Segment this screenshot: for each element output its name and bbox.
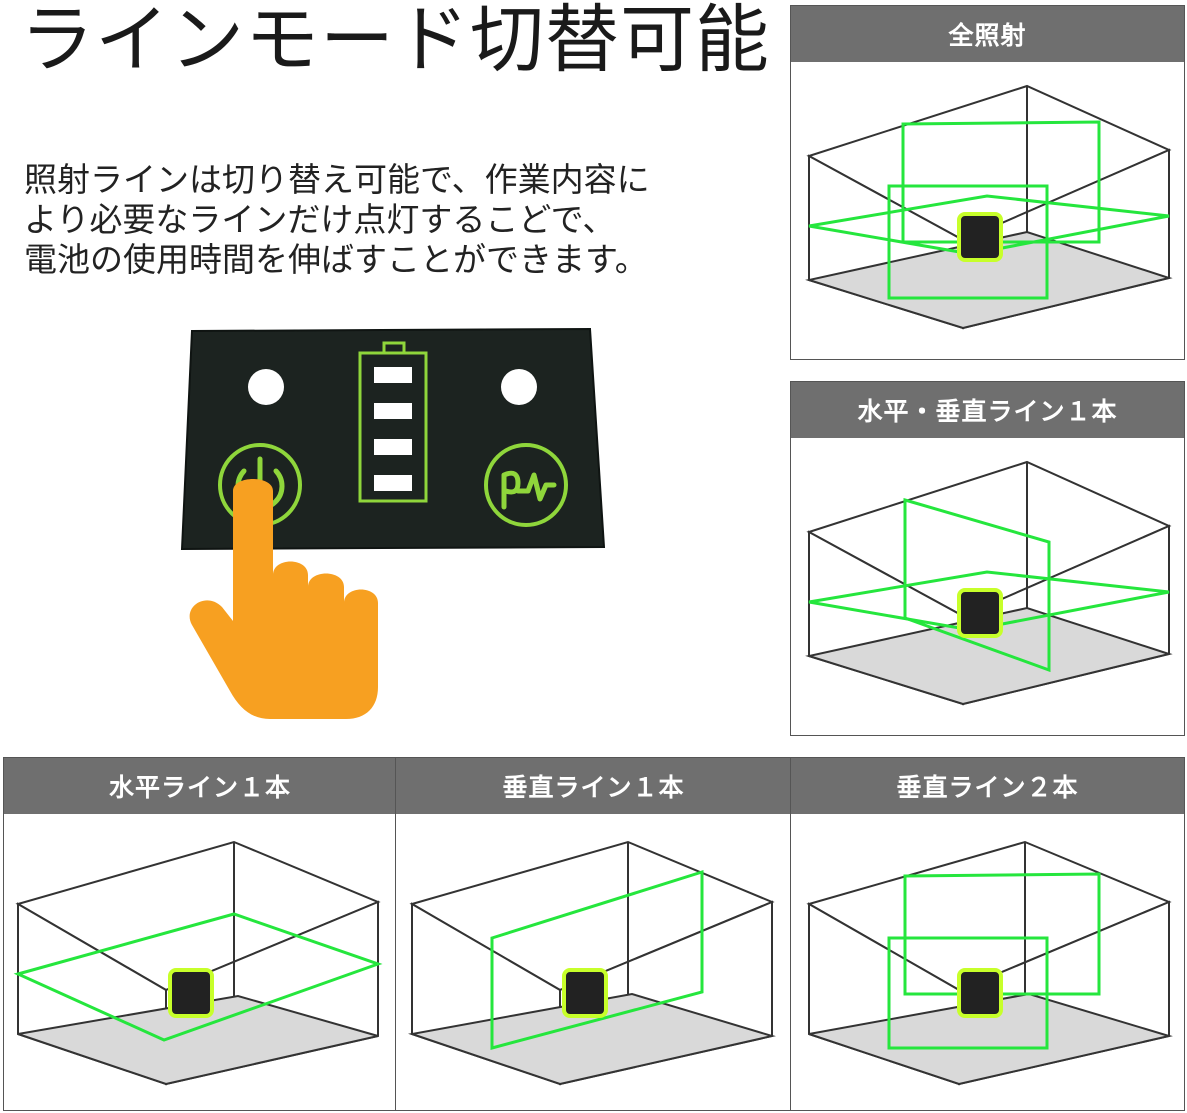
laser-level-device	[957, 212, 1003, 262]
indicator-led-right	[501, 369, 537, 405]
mode-panel-horizontal-vertical: 水平・垂直ライン１本	[790, 381, 1185, 736]
pulse-button[interactable]	[484, 443, 568, 527]
mode-label: 水平ライン１本	[4, 758, 396, 814]
battery-icon	[358, 341, 428, 503]
indicator-led-left	[248, 369, 284, 405]
mode-label: 水平・垂直ライン１本	[791, 382, 1184, 438]
control-panel	[178, 325, 618, 729]
description: 照射ラインは切り替え可能で、作業内容に より必要なラインだけ点灯するこどで、 電…	[24, 160, 650, 280]
laser-level-device	[957, 588, 1003, 638]
mode-label: 垂直ライン２本	[791, 758, 1184, 814]
description-line: より必要なラインだけ点灯するこどで、	[24, 200, 616, 239]
laser-room-vertical-one	[408, 840, 776, 1086]
mode-label: 垂直ライン１本	[396, 758, 791, 814]
laser-room-all-lines	[805, 84, 1173, 330]
laser-room-vertical-two	[806, 840, 1173, 1086]
laser-level-device	[168, 968, 214, 1018]
laser-room-horizontal-vertical	[805, 460, 1173, 706]
laser-level-device	[562, 968, 608, 1018]
mode-panel-vertical-two: 垂直ライン２本	[790, 757, 1185, 1111]
mode-panel-vertical-one: 垂直ライン１本	[395, 757, 792, 1111]
description-line: 照射ラインは切り替え可能で、作業内容に	[24, 160, 650, 199]
laser-level-device	[957, 968, 1003, 1018]
page-title: ラインモード切替可能	[20, 0, 770, 83]
description-line: 電池の使用時間を伸ばすことができます。	[24, 240, 648, 279]
pointing-hand-icon	[189, 479, 378, 719]
laser-room-horizontal	[13, 840, 383, 1086]
mode-label: 全照射	[791, 6, 1184, 62]
mode-panel-horizontal-one: 水平ライン１本	[3, 757, 397, 1111]
mode-panel-all: 全照射	[790, 5, 1185, 360]
